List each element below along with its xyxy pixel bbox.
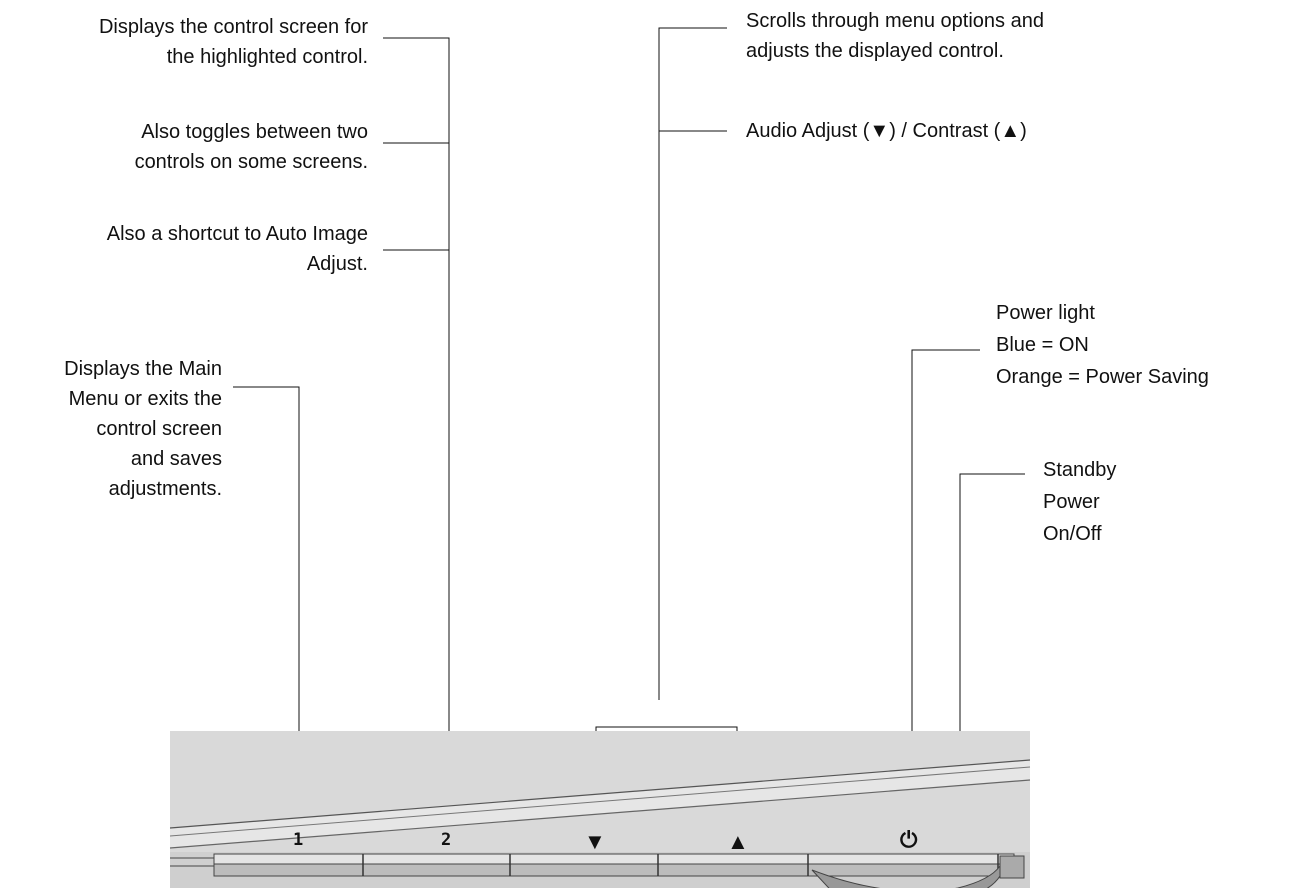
leader-line-power-light — [911, 349, 980, 783]
panel-bezel-strip — [170, 760, 1030, 848]
label-standby: Standby Power On/Off — [1043, 459, 1117, 545]
up-arrow-icon[interactable]: ▲ — [727, 829, 749, 854]
label-auto-image: Also a shortcut to Auto Image Adjust. — [106, 223, 368, 275]
leader-line-standby — [959, 473, 1025, 820]
leader-line-button-2 — [383, 37, 450, 785]
button-2-label[interactable]: 2 — [441, 830, 452, 850]
power-icon[interactable]: ⏻ — [900, 828, 918, 853]
leader-line-button-1 — [233, 386, 300, 778]
leader-line-arrows — [658, 27, 727, 700]
label-power-light: Power light Blue = ON Orange = Power Sav… — [996, 302, 1209, 388]
label-display-control: Displays the control screen for the high… — [98, 16, 368, 68]
label-audio-contrast: Audio Adjust (▼) / Contrast (▲) — [746, 120, 1027, 142]
down-arrow-icon[interactable]: ▼ — [584, 829, 606, 854]
label-toggle-controls: Also toggles between two controls on som… — [134, 121, 368, 173]
label-scroll: Scrolls through menu options and adjusts… — [746, 10, 1044, 62]
label-main-menu: Displays the Main Menu or exits the cont… — [64, 358, 222, 500]
power-button-scoop — [811, 864, 1001, 888]
button-1-label[interactable]: 1 — [293, 830, 304, 850]
